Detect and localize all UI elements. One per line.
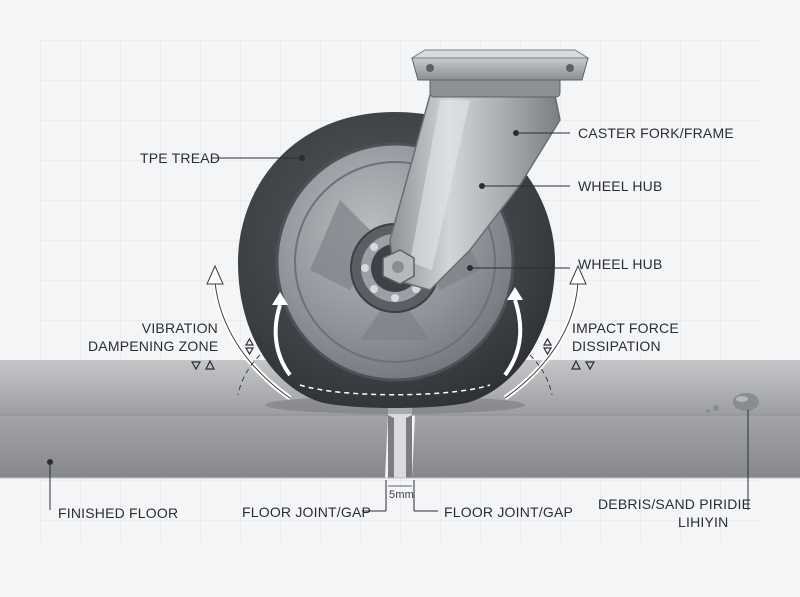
warning-triangle-icon <box>190 337 596 371</box>
label-impact-line1: IMPACT FORCE <box>572 320 679 336</box>
mounting-plate <box>411 57 589 81</box>
leader-lines <box>47 130 749 512</box>
label-gap-measure: 5mm <box>389 489 415 501</box>
label-floor-joint-left: FLOOR JOINT/GAP <box>242 504 372 520</box>
label-wheel-hub-lower: WHEEL HUB <box>578 256 663 272</box>
impact-arrow-icon <box>503 264 587 401</box>
contact-patch-line <box>299 384 491 396</box>
label-debris-line1: DEBRIS/SAND PIRIDIE <box>598 496 752 512</box>
label-vibration-line2: DAMPENING ZONE <box>88 338 219 354</box>
label-impact-line2: DISSIPATION <box>572 338 661 354</box>
label-caster-fork: CASTER FORK/FRAME <box>578 125 734 141</box>
vibration-arrow-icon <box>206 264 292 401</box>
label-floor-joint-right: FLOOR JOINT/GAP <box>444 504 574 520</box>
label-wheel-hub-upper: WHEEL HUB <box>578 178 663 194</box>
caster-fork <box>382 49 590 291</box>
debris <box>706 393 759 413</box>
label-vibration-line1: VIBRATION <box>141 320 218 336</box>
label-debris-line2: LIHIYIN <box>678 514 729 530</box>
label-finished-floor: FINISHED FLOOR <box>58 505 179 521</box>
label-tpe-tread: TPE TREAD <box>140 150 221 166</box>
